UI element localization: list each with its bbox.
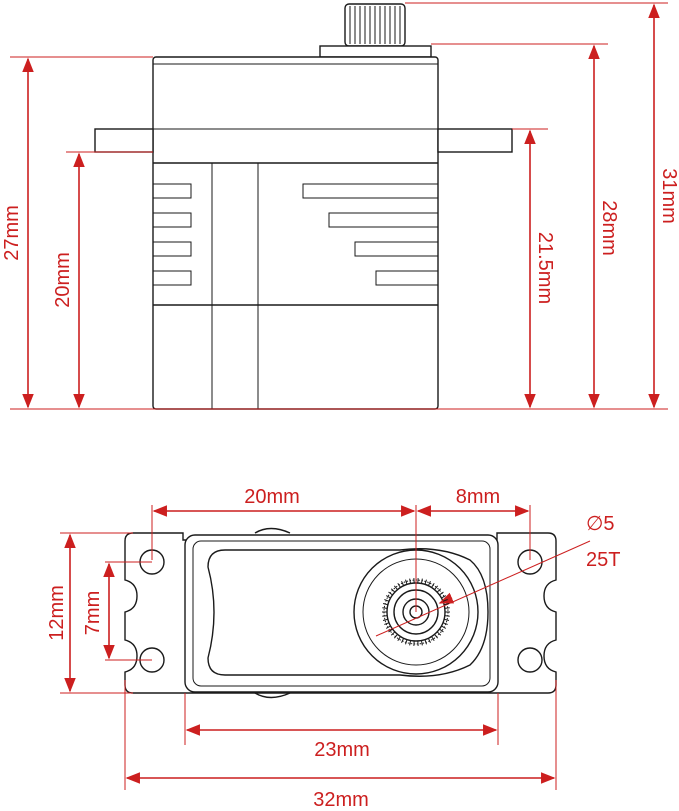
spline-base (319, 45, 432, 58)
gear-tooth (397, 636, 401, 641)
gear-tooth (390, 588, 396, 593)
label-31mm: 31mm (658, 168, 679, 224)
gear-tooth (384, 622, 390, 625)
gear-tooth (444, 607, 450, 609)
gear-tooth (424, 639, 427, 645)
gear-tooth (384, 599, 390, 602)
gear-tooth (439, 591, 444, 596)
side-extension-lines (10, 2, 668, 410)
cooling-fins-left (152, 183, 192, 286)
gear-tooth (382, 615, 388, 617)
gear-tooth (443, 603, 450, 606)
spline-teeth (349, 6, 401, 44)
gear-tooth (420, 640, 423, 646)
gear-tooth (397, 583, 401, 588)
gear-tooth (441, 595, 447, 599)
label-8mm: 8mm (456, 486, 500, 508)
label-28mm: 28mm (598, 200, 620, 256)
mounting-tab-left (94, 128, 154, 153)
case-top-outline (184, 534, 499, 693)
label-27mm: 27mm (1, 205, 23, 261)
gear-tooth (443, 618, 450, 621)
gear-tooth (382, 603, 389, 606)
gear-tooth (401, 581, 405, 586)
gear-tooth (393, 585, 398, 590)
label-32mm: 32mm (313, 789, 369, 811)
label-spline-count: 25T (586, 549, 620, 571)
gear-tooth (436, 631, 442, 636)
gear-tooth (441, 625, 447, 629)
mount-hole-right-bottom (517, 647, 543, 673)
label-20mm-side: 20mm (52, 252, 74, 308)
gear-tooth (405, 639, 408, 645)
gear-tooth (409, 578, 412, 584)
mounting-tab-right (437, 128, 513, 153)
gear-tooth (405, 579, 408, 585)
gear-tooth (436, 588, 442, 593)
gear-tooth (431, 583, 435, 588)
gear-tooth (442, 622, 448, 625)
label-7mm: 7mm (82, 591, 104, 635)
gear-tooth (385, 625, 391, 629)
gear-teeth (382, 578, 450, 646)
cooling-fins-right (302, 183, 439, 286)
gear-tooth (439, 628, 444, 633)
side-view: 27mm 20mm 21.5mm 28mm 31mm (1, 2, 679, 410)
gear-tooth (382, 618, 389, 621)
gear-tooth (390, 631, 396, 636)
gear-tooth (409, 640, 412, 646)
gear-tooth (427, 581, 431, 586)
gear-tooth (424, 579, 427, 585)
label-12mm: 12mm (46, 585, 68, 641)
label-23mm: 23mm (314, 739, 370, 761)
gear-tooth (420, 578, 423, 584)
gear-tooth (393, 634, 398, 639)
label-shaft-diameter: ∅5 (586, 513, 615, 535)
label-20mm-top: 20mm (244, 486, 300, 508)
gear-tooth (434, 585, 439, 590)
gear-tooth (385, 595, 391, 599)
label-21-5mm: 21.5mm (534, 232, 556, 304)
gear-tooth (388, 591, 393, 596)
gear-tooth (401, 638, 405, 643)
gear-tooth (388, 628, 393, 633)
gear-tooth (442, 599, 448, 602)
gear-tooth (382, 607, 388, 609)
gear-tooth (427, 638, 431, 643)
top-view: 20mm 8mm ∅5 25T 12mm 7mm 23mm 32mm (46, 486, 620, 811)
gear-tooth (444, 615, 450, 617)
gear-tooth (431, 636, 435, 641)
servo-case (152, 56, 439, 410)
top-extension-lines (60, 505, 591, 790)
gear-tooth (434, 634, 439, 639)
top-cover (207, 548, 489, 677)
